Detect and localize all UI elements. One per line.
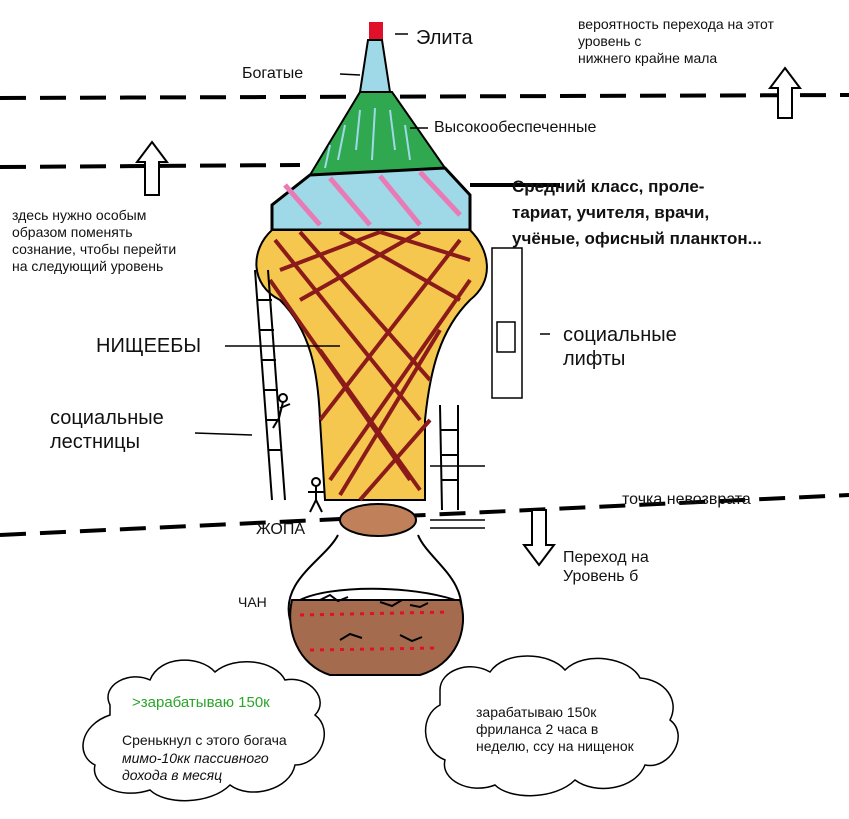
vat bbox=[289, 599, 465, 676]
arrow-up-icon bbox=[768, 66, 802, 119]
label-transition: Переход на Уровень б bbox=[563, 549, 649, 585]
elite-tip bbox=[369, 22, 383, 42]
stick-figure-climbing bbox=[272, 393, 291, 429]
dashed-line-bottom bbox=[0, 493, 849, 537]
ass-hole bbox=[339, 503, 417, 537]
poor-section bbox=[255, 229, 488, 501]
dashed-lines bbox=[0, 93, 849, 537]
label-rich: Богатые bbox=[242, 65, 304, 82]
label-vat: ЧАН bbox=[238, 594, 267, 610]
net bbox=[268, 230, 472, 502]
cloud-left bbox=[82, 659, 325, 802]
arrow-down-icon bbox=[522, 509, 556, 567]
cloud-right-text: зарабатываю 150к фриланса 2 часа в недел… bbox=[476, 704, 634, 754]
label-social-ladders: социальные лестницы bbox=[50, 407, 164, 453]
high-income-cone bbox=[308, 91, 447, 177]
cloud-left-line1: Сренькнул с этого богача bbox=[122, 732, 287, 748]
ladder-left bbox=[254, 269, 286, 501]
cloud-left-greentext: >зарабатываю 150к bbox=[132, 694, 270, 711]
middle-class-band bbox=[270, 166, 472, 232]
note-change-mind: здесь нужно особым образом поменять созн… bbox=[12, 207, 177, 274]
cloud-right bbox=[424, 655, 679, 797]
dashed-line-middle bbox=[0, 163, 301, 169]
label-high-income: Высокообеспеченные bbox=[434, 119, 597, 136]
label-ass: ЖОПА bbox=[256, 521, 306, 538]
arrow-up-left-icon bbox=[135, 140, 169, 196]
social-lift bbox=[491, 247, 523, 399]
ladder-right bbox=[439, 404, 459, 511]
label-social-lifts: социальные лифты bbox=[563, 324, 677, 370]
label-middle-class: Средний класс, проле- тариат, учителя, в… bbox=[512, 177, 762, 248]
label-poor: НИЩЕЕБЫ bbox=[96, 335, 202, 357]
cloud-left-line2: мимо-10кк пассивного дохода в месяц bbox=[122, 750, 269, 783]
stick-figure-standing bbox=[308, 477, 324, 513]
label-elite: Элита bbox=[416, 27, 473, 49]
dashed-line-top bbox=[0, 93, 849, 100]
label-point-of-no-return: точка невозврата bbox=[622, 491, 751, 508]
note-top-right: вероятность перехода на этот уровень с н… bbox=[578, 16, 774, 66]
rich-spire bbox=[358, 39, 392, 93]
